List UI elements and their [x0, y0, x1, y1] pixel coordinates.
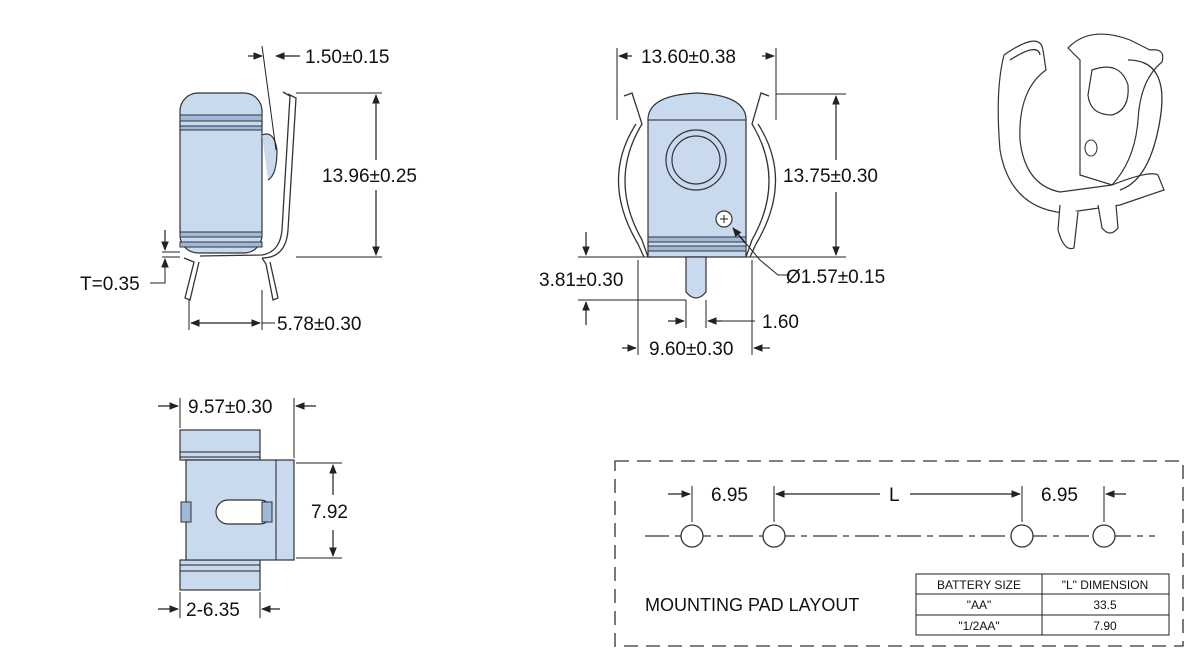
table-cell: 7.90: [1093, 619, 1117, 633]
side-bump: [261, 133, 278, 181]
iso-leg-left: [1057, 204, 1079, 250]
isometric-view: [997, 33, 1165, 250]
mounting-pad-layout: 6.95 L 6.95 MOUNTING PAD LAYOUT BATTERY …: [614, 460, 1184, 647]
iso-boss: [1087, 66, 1129, 116]
pad-4: [1092, 524, 1116, 548]
dim-bottom-feet: 2-6.35: [186, 600, 240, 621]
pad-3: [1010, 524, 1034, 548]
side-view: 1.50±0.15 13.96±0.25 T=0.35 5.78±0.30: [80, 45, 417, 335]
dim-side-foot: 5.78±0.30: [277, 314, 361, 335]
table-cell: "1/2AA": [958, 619, 999, 633]
side-right-leg: [261, 257, 279, 301]
side-left-leg: [183, 257, 200, 301]
dim-pad-right-gap: 6.95: [1041, 485, 1078, 506]
iso-hole: [1084, 139, 1098, 157]
side-body: [179, 92, 263, 254]
dim-side-thickness: 1.50±0.15: [305, 47, 389, 68]
dim-front-hole: Ø1.57±0.15: [786, 267, 885, 288]
side-band: [179, 241, 263, 248]
mounting-frame: [614, 460, 1184, 647]
side-band: [179, 125, 263, 131]
table-header-battery-size: BATTERY SIZE: [937, 578, 1021, 592]
dim-side-height: 13.96±0.25: [322, 166, 417, 187]
dim-bottom-width: 9.57±0.30: [188, 397, 272, 418]
front-view: 13.60±0.38 13.75±0.30 3.81±0.30 Ø1.57±0.…: [539, 47, 885, 360]
front-band: [647, 236, 747, 243]
dim-front-pin-height: 3.81±0.30: [539, 270, 623, 291]
front-left-spring: [623, 92, 649, 258]
front-boss-inner: [671, 135, 721, 185]
side-spring: [199, 91, 291, 257]
side-band: [179, 114, 263, 122]
dim-pad-left-gap: 6.95: [711, 485, 748, 506]
side-band: [179, 231, 263, 238]
bottom-top-tab: [179, 429, 261, 461]
front-pin: [685, 256, 707, 299]
table-cell: "AA": [967, 598, 992, 612]
dim-bottom-height: 7.92: [311, 502, 348, 523]
mounting-title: MOUNTING PAD LAYOUT: [645, 595, 859, 615]
bottom-view: 9.57±0.30 7.92 2-6.35: [158, 397, 348, 621]
table-cell: 33.5: [1093, 598, 1117, 612]
l-dimension-table: BATTERY SIZE "L" DIMENSION "AA" 33.5 "1/…: [915, 573, 1170, 636]
iso-left-arm: [997, 40, 1165, 214]
table-header-l-dimension: "L" DIMENSION: [1062, 578, 1149, 592]
iso-leg-right: [1097, 204, 1119, 234]
front-band: [647, 245, 747, 252]
dim-side-t: T=0.35: [80, 274, 140, 295]
dim-front-pin-width: 1.60: [762, 312, 799, 333]
side-spring-outer: [261, 93, 297, 259]
dim-front-width: 13.60±0.38: [641, 47, 736, 68]
pad-1: [680, 524, 704, 548]
dim-front-base: 9.60±0.30: [649, 339, 733, 360]
dim-front-height: 13.75±0.30: [783, 166, 878, 187]
dim-pad-l: L: [889, 485, 900, 506]
front-right-spring: [745, 92, 770, 258]
pad-2: [762, 524, 786, 548]
